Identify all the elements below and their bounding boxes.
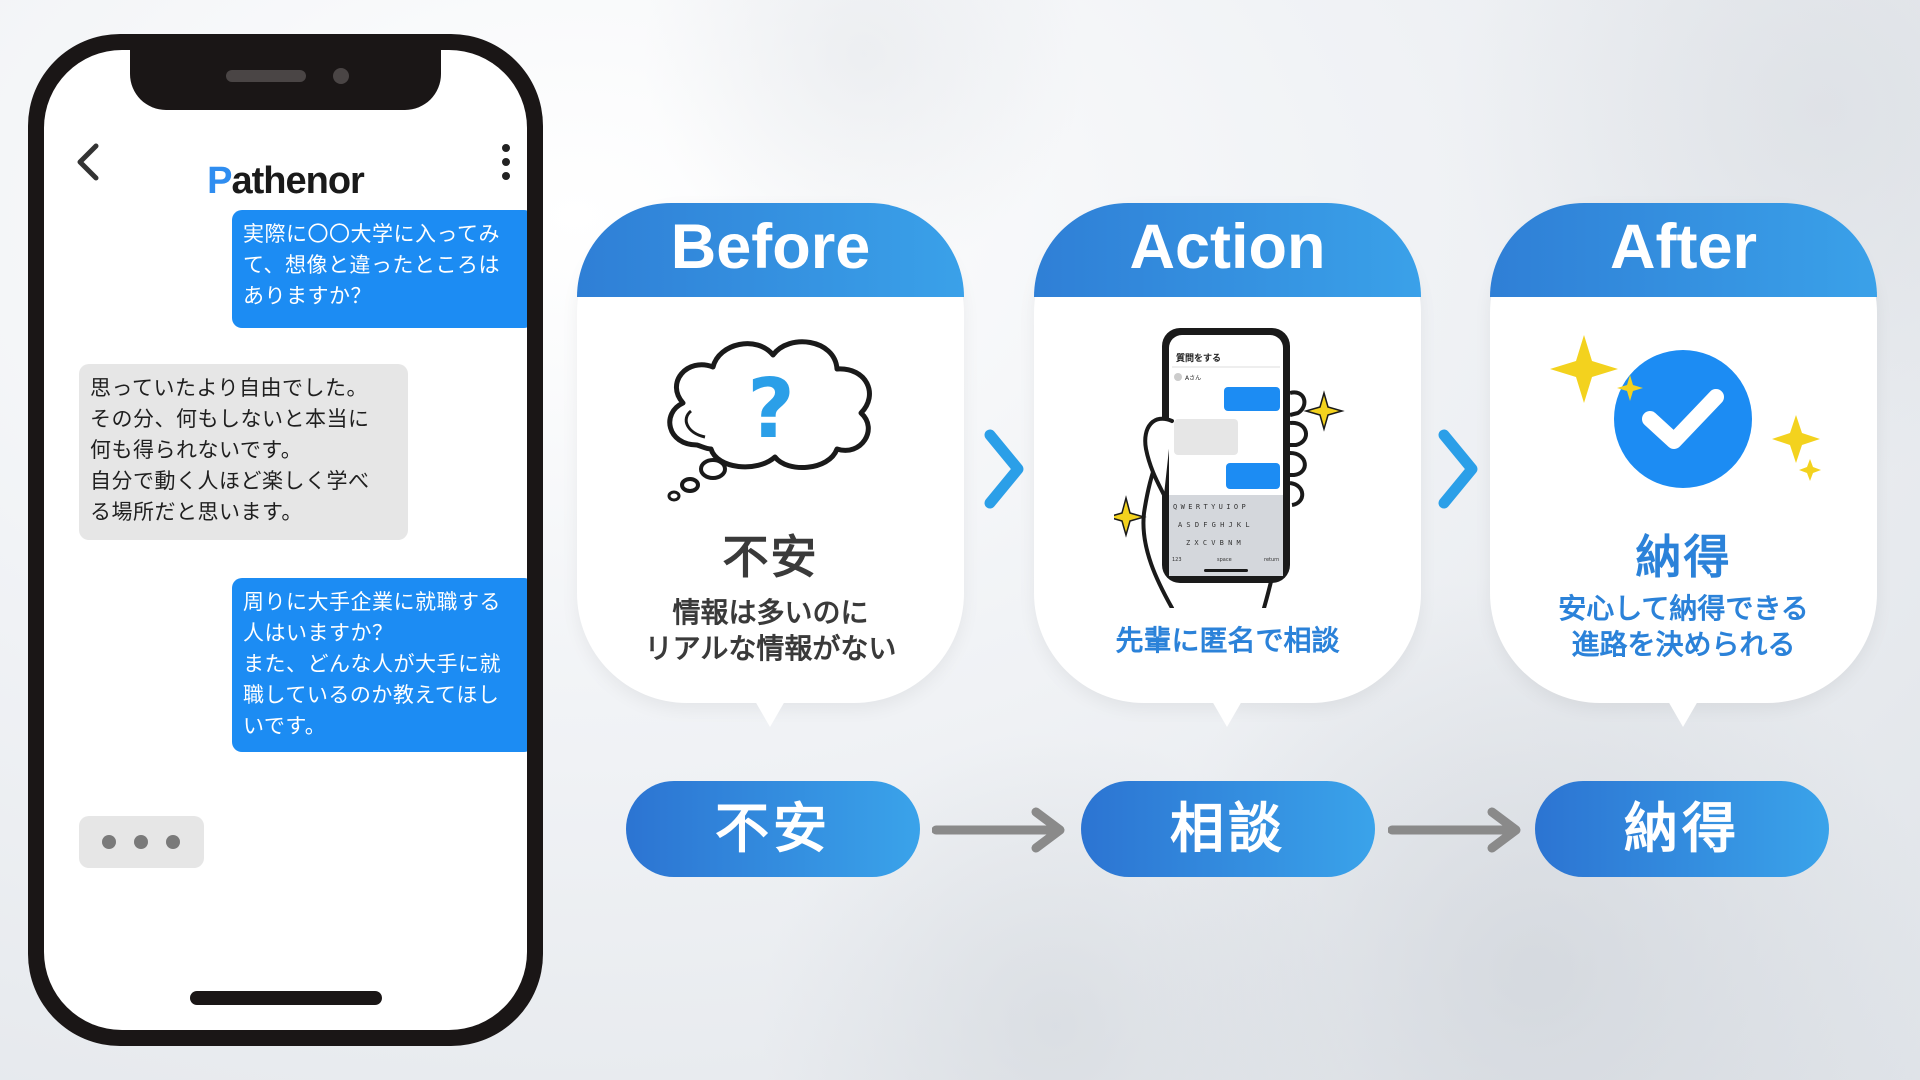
before-card: Before ? 不安 情報は多いのに リアルな情報がない: [577, 203, 964, 727]
action-card: Action 質問をする Aさん QWERTYUIOP ASDFGHJKL ZX…: [1034, 203, 1421, 727]
flow-pill-satisfaction: 納得: [1535, 781, 1829, 877]
card-word: 納得: [1635, 530, 1732, 584]
arrow-right-icon: [1388, 807, 1521, 853]
flow-pill-anxiety: 不安: [626, 781, 920, 877]
keyboard-return-key: return: [1264, 557, 1279, 563]
more-vert-icon[interactable]: [498, 142, 514, 182]
card-title: After: [1609, 212, 1757, 282]
home-indicator: [190, 991, 382, 1005]
typing-dot: [134, 835, 148, 849]
app-logo: Pathenor: [44, 160, 527, 203]
arrow-right-icon: [932, 807, 1065, 853]
card-title: Before: [670, 212, 871, 282]
keyboard-num-key: 123: [1172, 557, 1182, 563]
speaker-grille: [226, 70, 306, 82]
card-pointer: [1668, 701, 1698, 727]
typing-dot: [102, 835, 116, 849]
flow-pill-consult: 相談: [1081, 781, 1375, 877]
chevron-right-icon: [1438, 429, 1478, 509]
card-pointer: [1212, 701, 1242, 727]
app-logo-p: P: [207, 160, 232, 202]
app-logo-rest: athenor: [231, 160, 365, 202]
check-circle-icon: [1550, 335, 1821, 488]
mini-phone-user: Aさん: [1185, 375, 1201, 382]
typing-dot: [166, 835, 180, 849]
front-camera: [333, 68, 349, 84]
mini-phone-header: 質問をする: [1176, 352, 1221, 364]
phone-notch: [130, 50, 441, 110]
card-header: Action: [1034, 203, 1421, 297]
chevron-right-icon: [984, 429, 1024, 509]
keyboard-row: QWERTYUIOP: [1173, 503, 1249, 511]
typing-indicator: [79, 816, 204, 868]
card-description: 先輩に匿名で相談: [1115, 624, 1340, 657]
chat-bubble-outgoing: 周りに大手企業に就職する 人はいますか？ また、どんな人が大手に就 職しているの…: [232, 578, 527, 752]
card-header: After: [1490, 203, 1877, 297]
phone-mockup: Pathenor 実際に〇〇大学に入ってみ て、想像と違ったところは ありますか…: [28, 34, 543, 1046]
chat-bubble-incoming: 思っていたより自由でした。 その分、何もしないと本当に 何も得られないです。 自…: [79, 364, 408, 540]
back-chevron-icon[interactable]: [68, 138, 108, 186]
phone-screen: Pathenor 実際に〇〇大学に入ってみ て、想像と違ったところは ありますか…: [44, 50, 527, 1030]
question-mark: ?: [747, 362, 795, 457]
card-pointer: [755, 701, 785, 727]
keyboard-row: ZXCVBNM: [1186, 539, 1245, 547]
after-card: After 納得 安心して納得できる 進路を決められる: [1490, 203, 1877, 727]
card-header: Before: [577, 203, 964, 297]
card-description: 安心して納得できる 進路を決められる: [1558, 592, 1809, 661]
card-title: Action: [1129, 212, 1326, 282]
chat-bubble-outgoing: 実際に〇〇大学に入ってみ て、想像と違ったところは ありますか？: [232, 210, 527, 328]
hand-holding-phone-icon: 質問をする Aさん QWERTYUIOP ASDFGHJKL ZXCVBNM 1…: [1114, 328, 1345, 608]
keyboard-row: ASDFGHJKL: [1178, 521, 1254, 529]
card-description: 情報は多いのに リアルな情報がない: [644, 596, 897, 665]
keyboard-space-key: space: [1217, 557, 1232, 563]
card-word: 不安: [722, 530, 819, 584]
thought-cloud-question-icon: ?: [667, 339, 872, 502]
